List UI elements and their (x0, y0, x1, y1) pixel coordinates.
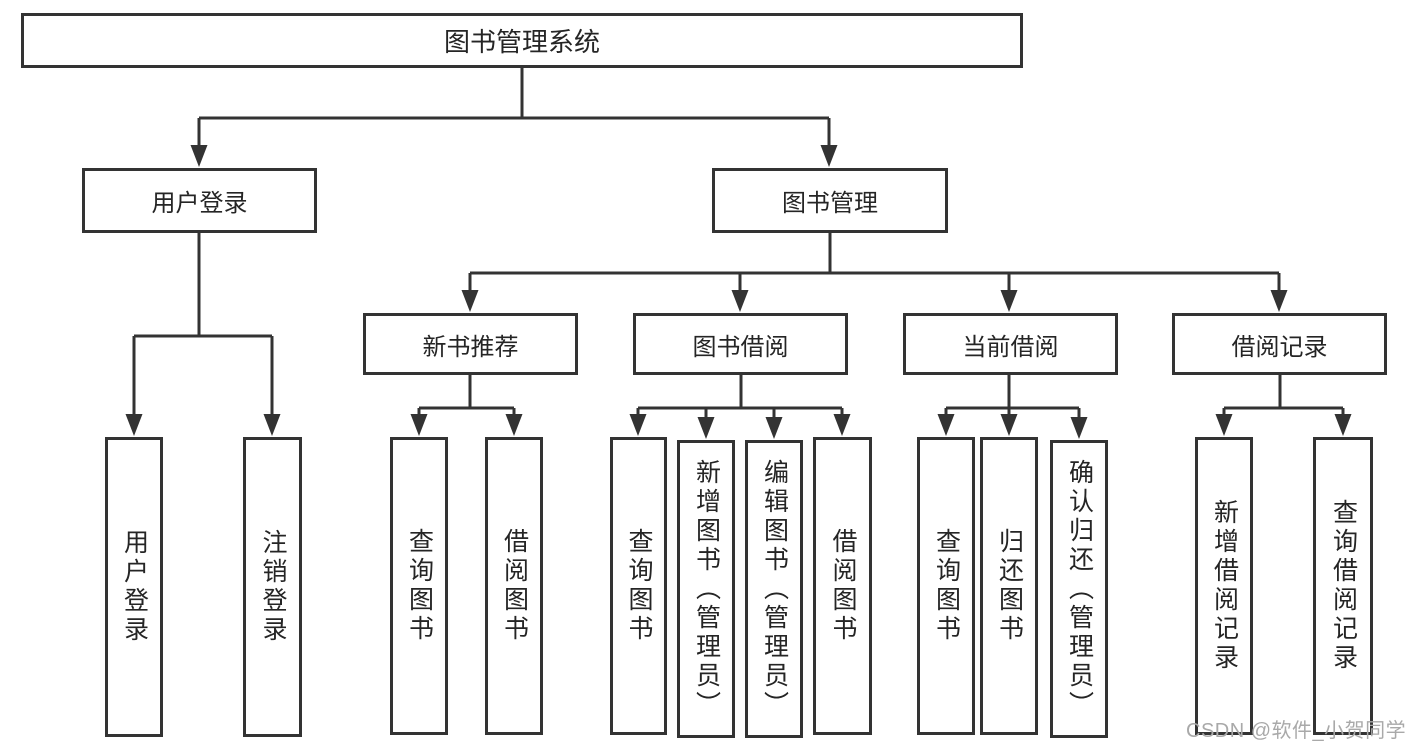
leaf-current-query-books-label: 查询图书 (932, 528, 961, 644)
leaf-logout-label: 注销登录 (259, 529, 287, 645)
leaf-borrow-books-label: 借阅图书 (829, 528, 857, 644)
leaf-borrow-query-books-label: 查询图书 (625, 528, 653, 644)
leaf-borrow-query-books: 查询图书 (610, 437, 667, 735)
leaf-user-login: 用户登录 (105, 437, 163, 737)
leaf-newbook-borrow-books: 借阅图书 (485, 437, 543, 735)
leaf-query-borrow-record: 查询借阅记录 (1313, 437, 1373, 735)
leaf-logout: 注销登录 (243, 437, 302, 737)
leaf-current-query-books: 查询图书 (917, 437, 975, 735)
node-new-book-recommend: 新书推荐 (363, 313, 578, 375)
csdn-watermark: CSDN @软件_小贺同学 (1186, 720, 1405, 742)
leaf-add-borrow-record: 新增借阅记录 (1195, 437, 1253, 735)
leaf-newbook-query-books-label: 查询图书 (405, 528, 434, 644)
node-borrow-record: 借阅记录 (1172, 313, 1387, 375)
node-book-management-label: 图书管理 (782, 190, 878, 217)
node-library-system-label: 图书管理系统 (443, 27, 600, 57)
leaf-newbook-query-books: 查询图书 (390, 437, 448, 735)
leaf-query-borrow-record-label: 查询借阅记录 (1329, 499, 1358, 673)
node-borrow-record-label: 借阅记录 (1231, 333, 1328, 361)
node-library-system: 图书管理系统 (21, 13, 1023, 68)
leaf-return-books-label: 归还图书 (995, 528, 1024, 644)
node-user-login-label: 用户登录 (151, 190, 248, 217)
leaf-add-borrow-record-label: 新增借阅记录 (1210, 499, 1239, 673)
leaf-newbook-borrow-books-label: 借阅图书 (500, 528, 529, 644)
node-book-borrow-label: 图书借阅 (692, 333, 789, 361)
leaf-add-books-admin-label: 新增图书（管理员） (692, 458, 721, 720)
leaf-add-books-admin: 新增图书（管理员） (677, 440, 735, 738)
node-book-borrow: 图书借阅 (633, 313, 848, 375)
leaf-edit-books-admin: 编辑图书（管理员） (745, 440, 803, 738)
node-current-borrow: 当前借阅 (903, 313, 1118, 375)
leaf-confirm-return-admin: 确认归还（管理员） (1050, 440, 1108, 738)
leaf-confirm-return-admin-label: 确认归还（管理员） (1065, 458, 1094, 720)
node-book-management: 图书管理 (712, 168, 948, 233)
node-current-borrow-label: 当前借阅 (962, 333, 1059, 361)
leaf-borrow-books: 借阅图书 (813, 437, 872, 735)
node-user-login: 用户登录 (82, 168, 317, 233)
leaf-edit-books-admin-label: 编辑图书（管理员） (760, 458, 789, 720)
leaf-user-login-label: 用户登录 (120, 529, 149, 645)
leaf-return-books: 归还图书 (980, 437, 1038, 735)
node-new-book-recommend-label: 新书推荐 (422, 333, 519, 361)
